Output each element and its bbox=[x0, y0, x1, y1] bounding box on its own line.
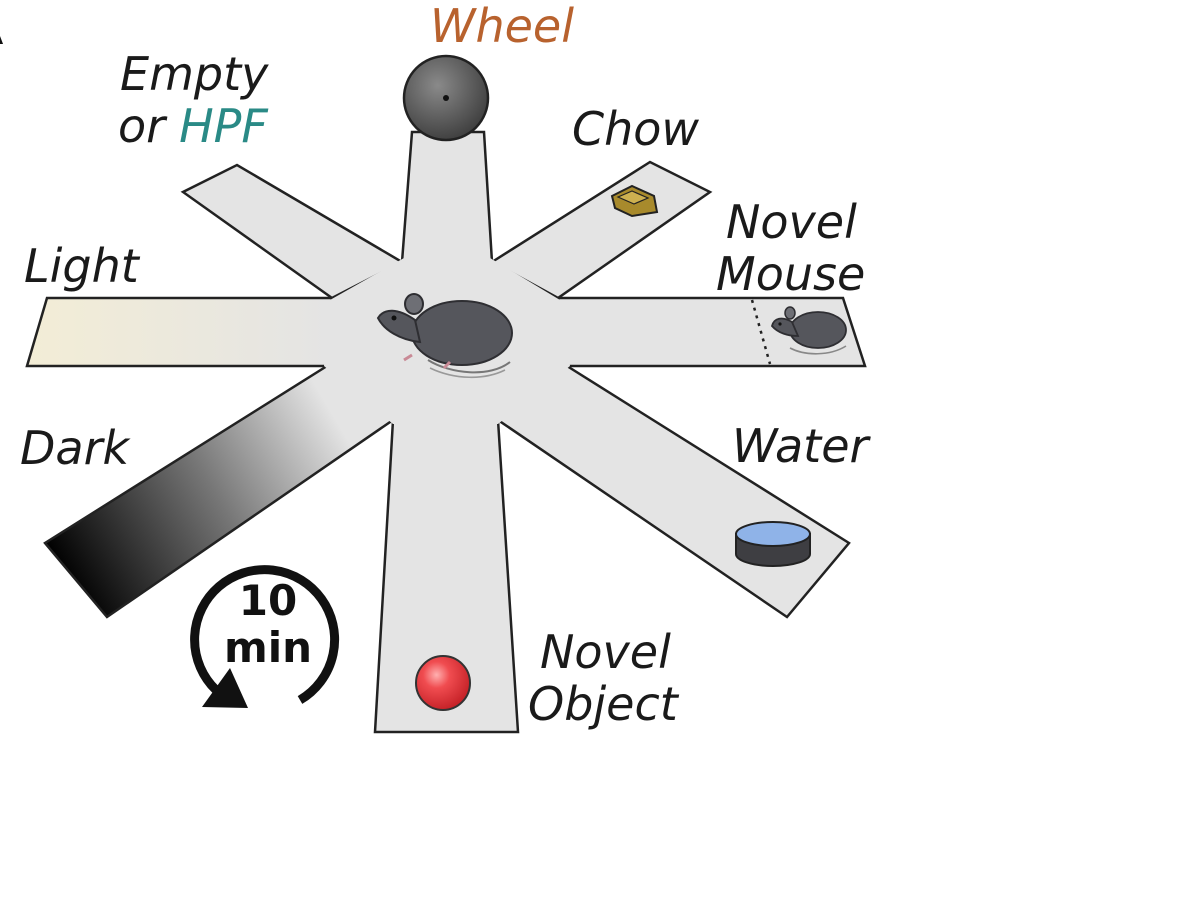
arm-chow bbox=[489, 160, 713, 300]
label-novel-object-1: Novel bbox=[540, 625, 671, 679]
red-ball-icon bbox=[415, 655, 471, 711]
novel-mouse-divider bbox=[750, 299, 772, 365]
water-dish-icon bbox=[735, 521, 811, 567]
arm-water bbox=[495, 364, 851, 619]
label-novel-mouse-2: Mouse bbox=[716, 247, 865, 301]
label-empty: Empty bbox=[120, 47, 269, 101]
clockwise-arrow-icon bbox=[190, 565, 340, 704]
label-light: Light bbox=[24, 239, 141, 293]
timer: 10 min bbox=[190, 565, 340, 708]
label-wheel: Wheel bbox=[430, 0, 574, 53]
panel-letter: A bbox=[0, 8, 4, 54]
label-chow: Chow bbox=[572, 102, 699, 156]
label-hpf: HPF bbox=[179, 99, 268, 153]
label-or-word: or bbox=[118, 99, 168, 153]
label-dark: Dark bbox=[20, 421, 132, 475]
chow-pellet-icon bbox=[610, 184, 659, 218]
label-water: Water bbox=[732, 419, 871, 473]
timer-value: 10 bbox=[239, 576, 297, 625]
label-novel-mouse-1: Novel bbox=[726, 195, 857, 249]
timer-arrow-head bbox=[202, 668, 248, 708]
center-mouse-icon bbox=[376, 293, 513, 379]
arm-wheel bbox=[400, 130, 494, 264]
label-novel-object-2: Object bbox=[528, 677, 680, 731]
timer-unit: min bbox=[224, 623, 312, 672]
novel-mouse-icon bbox=[771, 306, 847, 355]
wheel-icon bbox=[402, 54, 490, 142]
arm-light bbox=[25, 296, 334, 368]
arm-dark bbox=[43, 364, 396, 619]
